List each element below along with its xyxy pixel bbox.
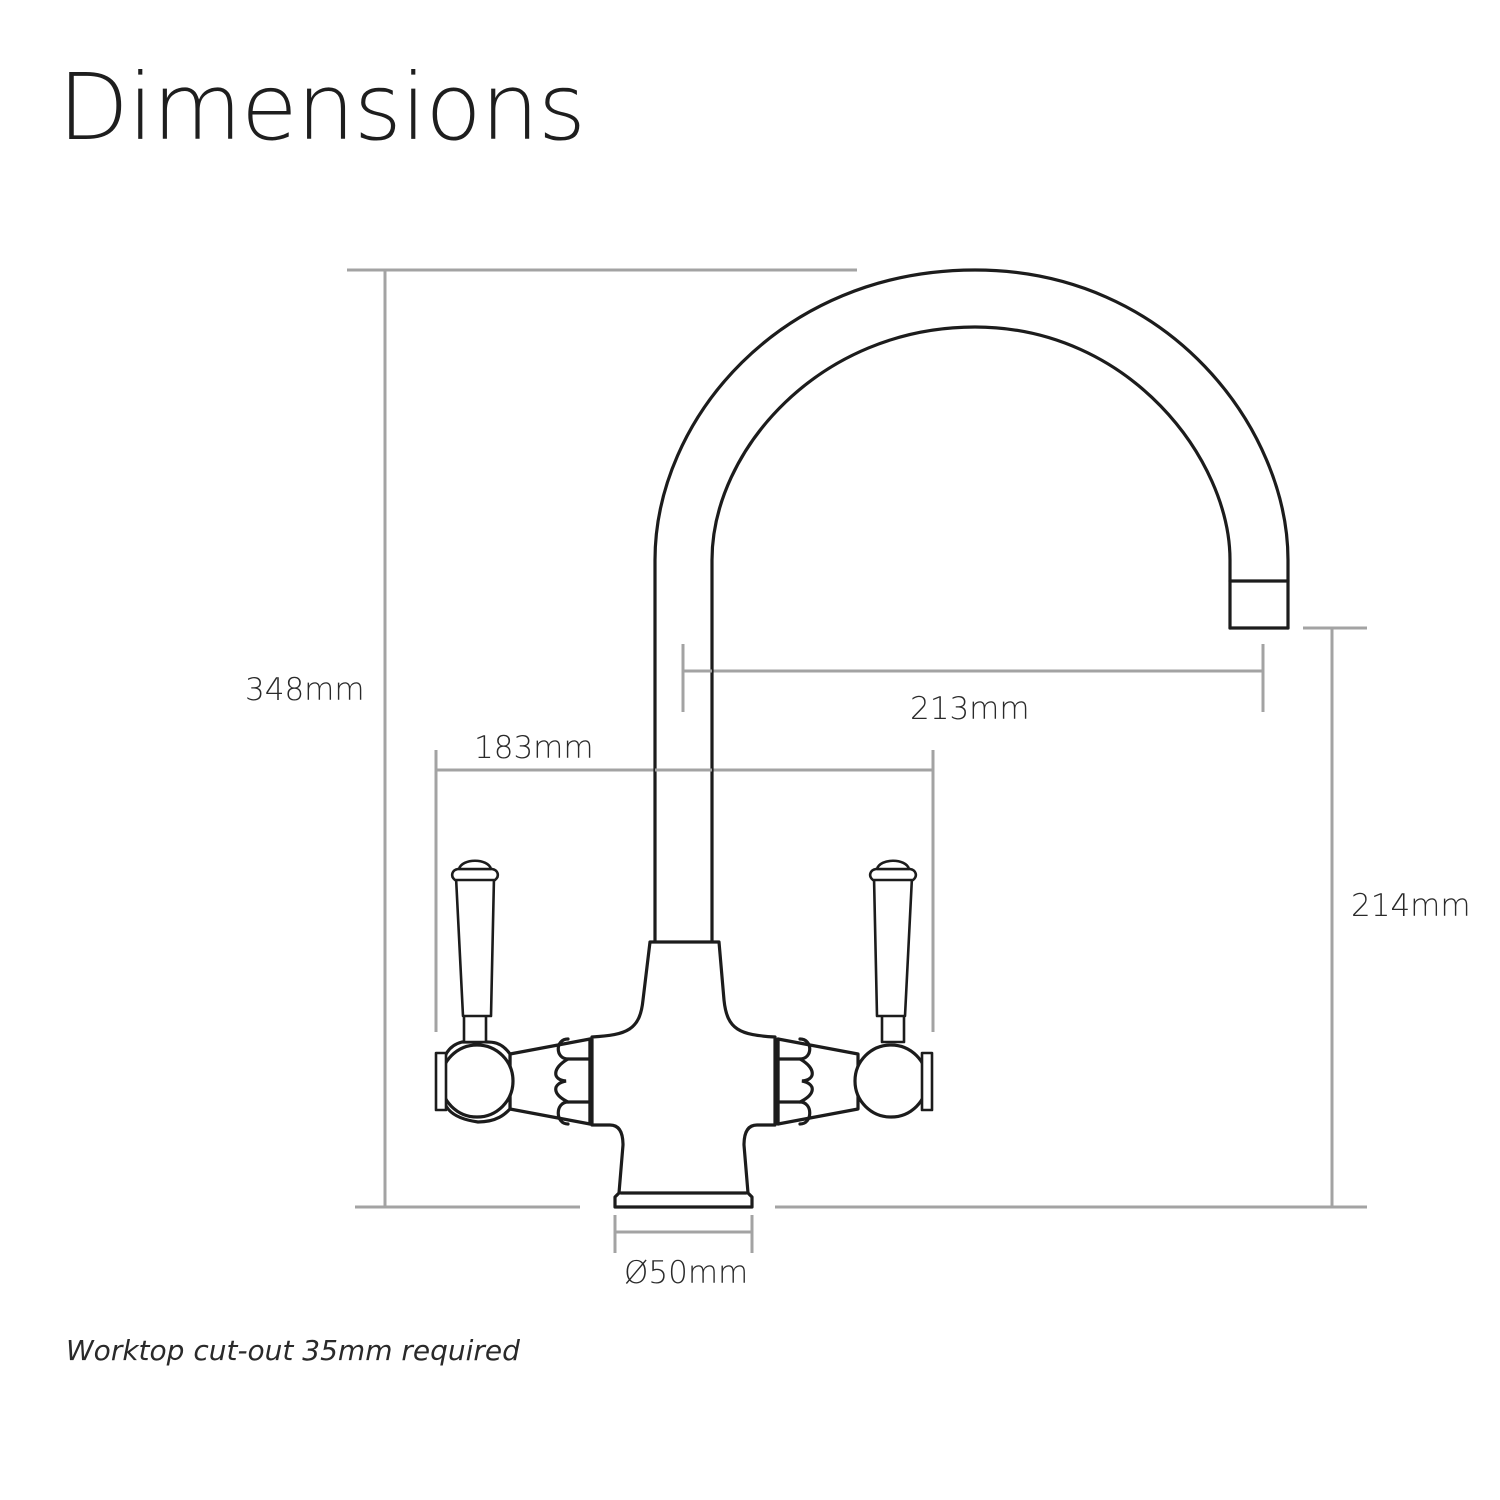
tap-body [590, 940, 777, 1209]
left-handle [434, 859, 592, 1126]
handle-span-label: 183mm [474, 730, 594, 766]
dimension-line-spout-reach [681, 644, 1265, 712]
page-title: Dimensions [58, 54, 586, 161]
spout [653, 268, 1290, 944]
dimension-line-base-diameter [613, 1215, 754, 1253]
spout-height-label: 214mm [1351, 888, 1471, 924]
overall-height-label: 348mm [245, 672, 365, 708]
worktop-cutout-note: Worktop cut-out 35mm required [66, 1334, 520, 1367]
right-handle [776, 859, 934, 1126]
dimension-line-overall-height [347, 268, 857, 1209]
base-diameter-label: Ø50mm [624, 1255, 749, 1291]
spout-reach-label: 213mm [910, 691, 1030, 727]
dimension-line-spout-height [775, 626, 1367, 1209]
